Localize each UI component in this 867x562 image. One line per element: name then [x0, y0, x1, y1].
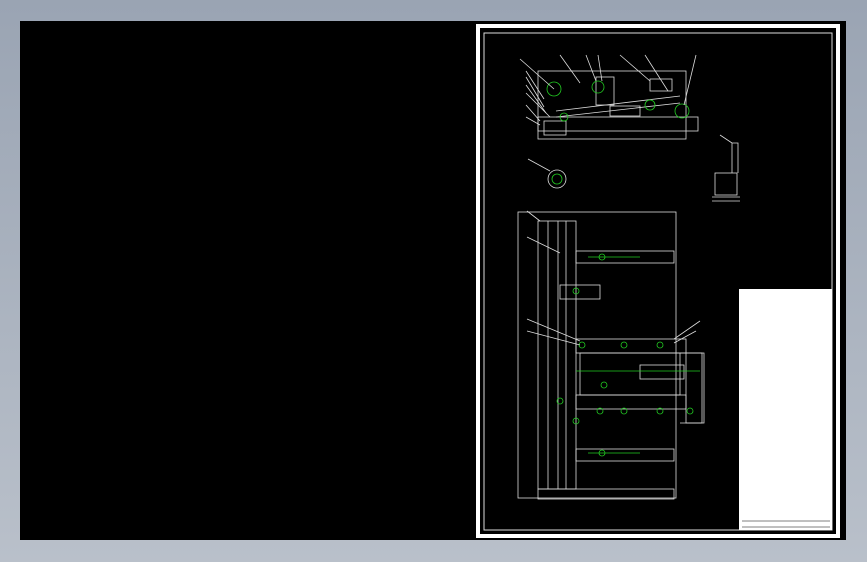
sheet-inner-border	[483, 32, 833, 531]
sheet-outer-border	[476, 24, 840, 538]
front-view-base-plate	[537, 116, 699, 132]
plan-view-guide-rail	[537, 220, 577, 490]
front-view-assembly	[519, 54, 699, 140]
front-view-hatch-block	[543, 120, 567, 136]
spring-detail-view	[712, 134, 740, 202]
drawing-sheet	[476, 24, 840, 538]
plan-view-assembly	[517, 210, 705, 500]
plan-view-outline	[517, 211, 677, 499]
section-detail-view	[527, 158, 567, 189]
cad-drawing-canvas[interactable]	[20, 21, 846, 540]
model-space-viewport[interactable]	[20, 21, 846, 540]
title-block	[739, 289, 832, 530]
title-block-lines	[742, 520, 830, 528]
